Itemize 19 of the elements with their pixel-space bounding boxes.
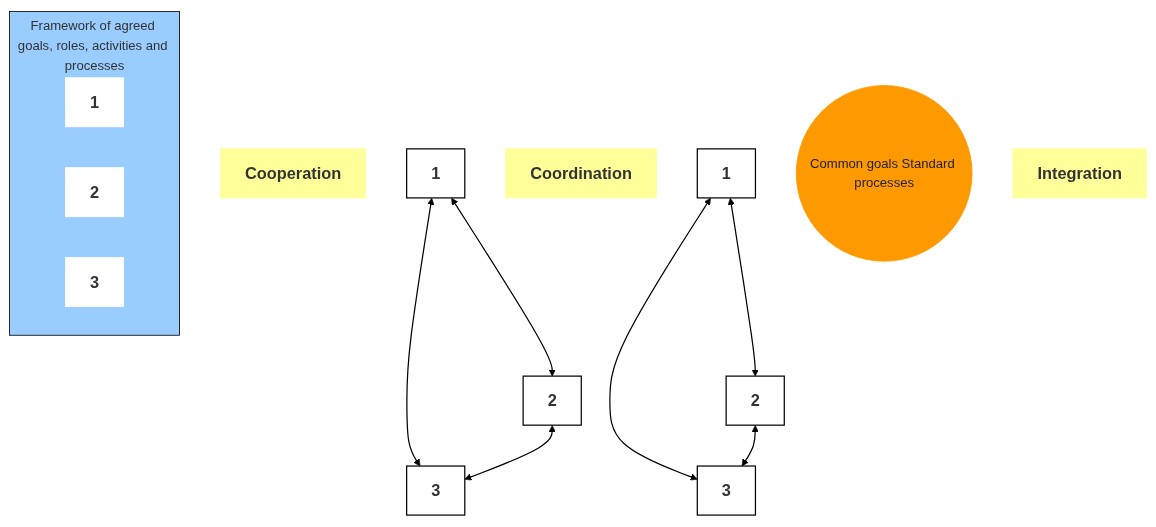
node-box: 2 (725, 375, 785, 426)
node-circle: Common goals Standard processes (795, 85, 973, 262)
arrow (609, 198, 711, 481)
arrow (406, 198, 435, 467)
node-box: 3 (65, 257, 125, 308)
node-box: Integration (1012, 148, 1147, 199)
arrow (451, 198, 556, 377)
node-box: Coordination (505, 148, 657, 199)
arrow (741, 425, 759, 467)
node-box: 1 (65, 77, 125, 128)
node-box: 1 (696, 148, 757, 199)
node-box: 2 (522, 375, 582, 426)
node-box: 1 (406, 148, 466, 199)
arrow (464, 425, 556, 481)
node-box: 2 (65, 167, 125, 218)
node-box: Cooperation (220, 148, 367, 199)
arrow (727, 198, 759, 377)
node-box: 3 (696, 465, 757, 516)
node-box: 3 (406, 465, 466, 516)
